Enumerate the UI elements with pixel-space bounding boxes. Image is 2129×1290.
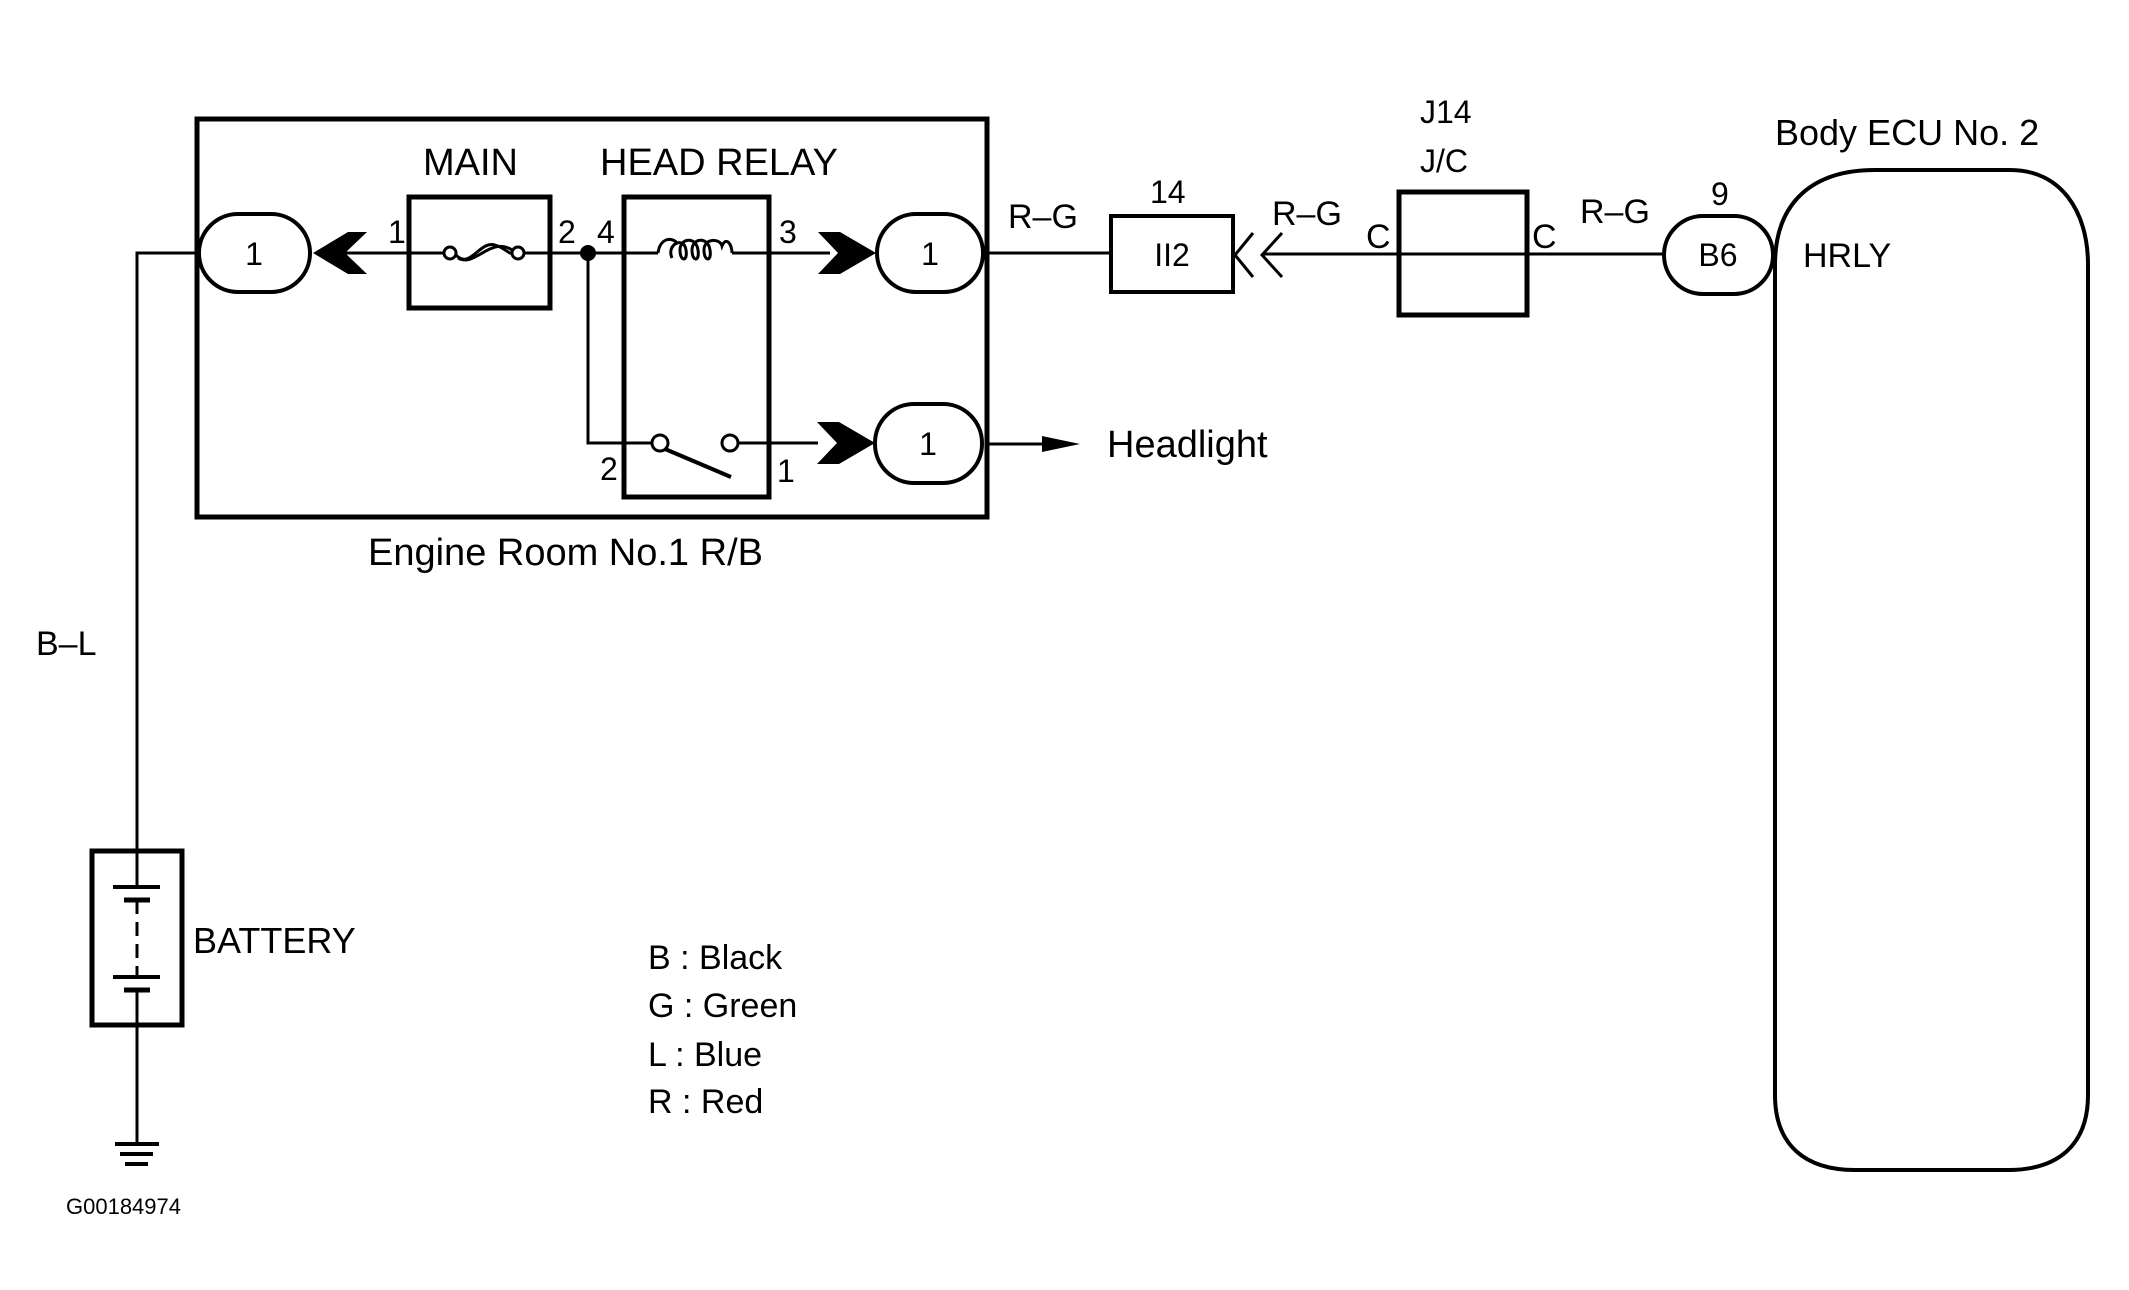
wire-label-rg-2: R–G — [1272, 195, 1342, 233]
connector-right-bottom — [873, 402, 984, 485]
arrow-headlight-icon — [1042, 436, 1080, 452]
fuse-label: MAIN — [423, 142, 518, 184]
connector-left — [197, 212, 312, 294]
figure-id: G00184974 — [66, 1194, 181, 1219]
coil-icon — [624, 237, 769, 261]
ecu-terminal-label: HRLY — [1803, 237, 1891, 275]
headlight-label: Headlight — [1107, 424, 1268, 466]
relay-box — [621, 194, 772, 500]
relay-pin-1: 1 — [777, 453, 795, 489]
relay-switch-icon — [650, 433, 818, 479]
connector-ii2-pin: 14 — [1150, 174, 1186, 210]
fuse-pin-out: 2 — [558, 214, 576, 250]
junction-name: J14 — [1420, 94, 1472, 130]
connector-ii2-label: II2 — [1154, 237, 1190, 273]
battery-label: BATTERY — [193, 920, 356, 961]
connector-right-top-pin: 1 — [921, 236, 939, 272]
connector-ii2-box — [1109, 214, 1235, 294]
wire-label-rg-1: R–G — [1008, 198, 1078, 236]
ecu-connector-pin: 9 — [1711, 176, 1729, 212]
ecu-connector-label: B6 — [1698, 237, 1737, 273]
wire-label-rg-3: R–G — [1580, 193, 1650, 231]
relay-pin-3: 3 — [779, 214, 797, 250]
arrow-left-icon — [313, 232, 367, 274]
relay-pin-2: 2 — [600, 451, 618, 487]
connector-left-pin: 1 — [245, 236, 263, 272]
junction-pin-left: C — [1366, 218, 1391, 256]
ecu-connector — [1662, 214, 1775, 296]
junction-type: J/C — [1420, 143, 1468, 179]
ecu-box — [1773, 168, 2090, 1172]
battery-icon — [113, 851, 160, 1025]
relay-block-box — [194, 116, 990, 520]
wire-relay-branch — [586, 253, 658, 445]
fuse-icon — [409, 243, 550, 262]
junction-pin-right: C — [1532, 218, 1557, 256]
arrow-right-bottom-icon — [817, 422, 875, 464]
relay-pin-4: 4 — [597, 214, 615, 250]
connector-right-top — [875, 212, 985, 294]
legend-item-green: G : Green — [648, 987, 797, 1025]
legend-item-blue: L : Blue — [648, 1036, 762, 1074]
relay-block-label: Engine Room No.1 R/B — [368, 532, 763, 574]
ground-icon — [115, 1142, 159, 1166]
legend-item-black: B : Black — [648, 939, 783, 977]
color-legend: B : Black G : Green L : Blue R : Red — [648, 939, 797, 1121]
legend-item-red: R : Red — [648, 1083, 763, 1121]
wire-b-l — [135, 251, 199, 851]
wire-label-b-l: B–L — [36, 625, 97, 663]
connector-right-bottom-pin: 1 — [919, 426, 937, 462]
fuse-pin-in: 1 — [388, 214, 406, 250]
arrow-right-top-icon — [818, 232, 876, 274]
relay-label: HEAD RELAY — [600, 142, 838, 184]
ecu-label: Body ECU No. 2 — [1775, 112, 2039, 153]
